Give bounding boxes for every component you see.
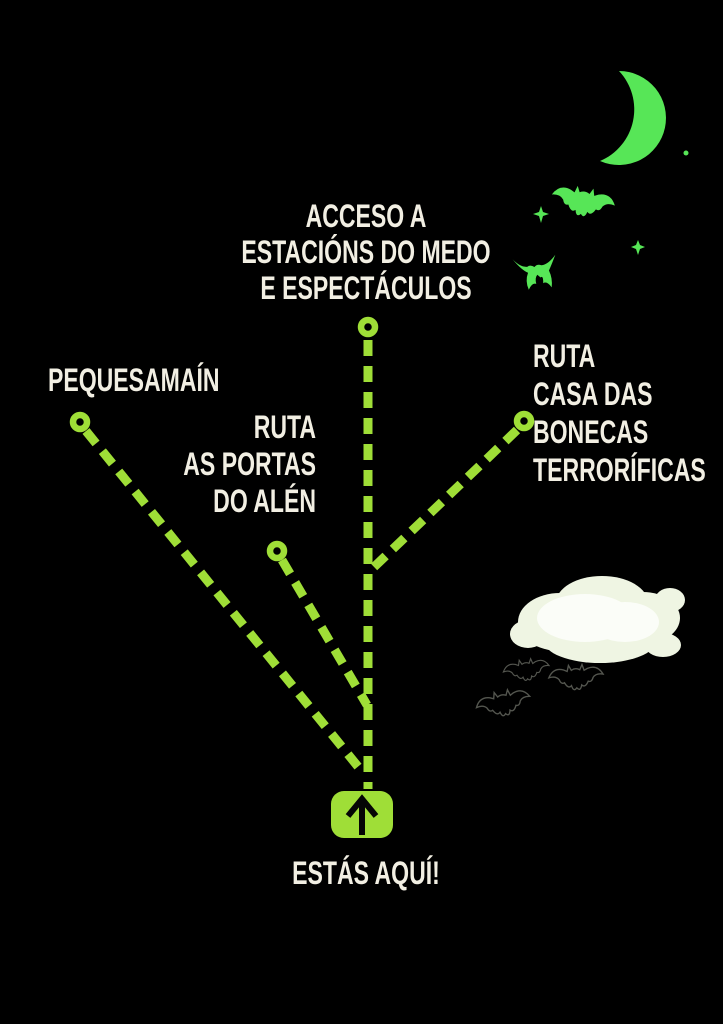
label-you-are-here: ESTÁS AQUÍ! <box>222 855 510 891</box>
destination-markers <box>69 316 535 562</box>
label-line: BONECAS <box>533 414 649 450</box>
up-arrow-icon <box>345 794 379 835</box>
label-line: ESTACIÓNS DO MEDO <box>241 234 491 270</box>
label-line: DO ALÉN <box>213 483 316 519</box>
label-line: ACCESO A <box>305 198 427 234</box>
bat-icon <box>512 254 556 290</box>
route-pequesamain-line <box>82 428 368 777</box>
bat-icon <box>551 185 615 217</box>
marker-ring-bonecas <box>513 410 535 432</box>
cloud-icon <box>510 576 685 663</box>
sketch-bat-icon <box>502 657 551 681</box>
moon-icon <box>600 71 666 165</box>
label-acceso: ACCESO A ESTACIÓNS DO MEDO E ESPECTÁCULO… <box>222 198 510 306</box>
label-line: E ESPECTÁCULOS <box>260 270 472 306</box>
you-are-here-marker <box>331 791 393 838</box>
sparkle-icon <box>533 206 549 223</box>
sketch-bat-icon <box>475 687 532 717</box>
marker-ring-portas <box>266 540 288 562</box>
label-line: RUTA <box>253 409 316 445</box>
label-line: ESTÁS AQUÍ! <box>292 855 440 891</box>
label-portas: RUTA AS PORTAS DO ALÉN <box>172 409 316 520</box>
marker-ring-pequesamain <box>69 411 91 433</box>
label-pequesamain: PEQUESAMAÍN <box>48 362 220 398</box>
route-portas-line <box>278 557 371 708</box>
route-lines <box>82 340 521 789</box>
label-line: PEQUESAMAÍN <box>48 362 220 398</box>
sketch-bat-icon <box>547 662 605 691</box>
label-bonecas: RUTA CASA DAS BONECAS TERRORÍFICAS <box>533 337 706 489</box>
label-line: RUTA <box>533 338 596 374</box>
sparkle-dot-icon <box>683 150 689 156</box>
marker-ring-acceso <box>357 316 379 338</box>
route-bonecas-line <box>368 426 521 573</box>
label-line: TERRORÍFICAS <box>533 452 706 488</box>
sparkle-icon <box>631 240 645 255</box>
label-line: AS PORTAS <box>183 446 316 482</box>
label-line: CASA DAS <box>533 376 653 412</box>
